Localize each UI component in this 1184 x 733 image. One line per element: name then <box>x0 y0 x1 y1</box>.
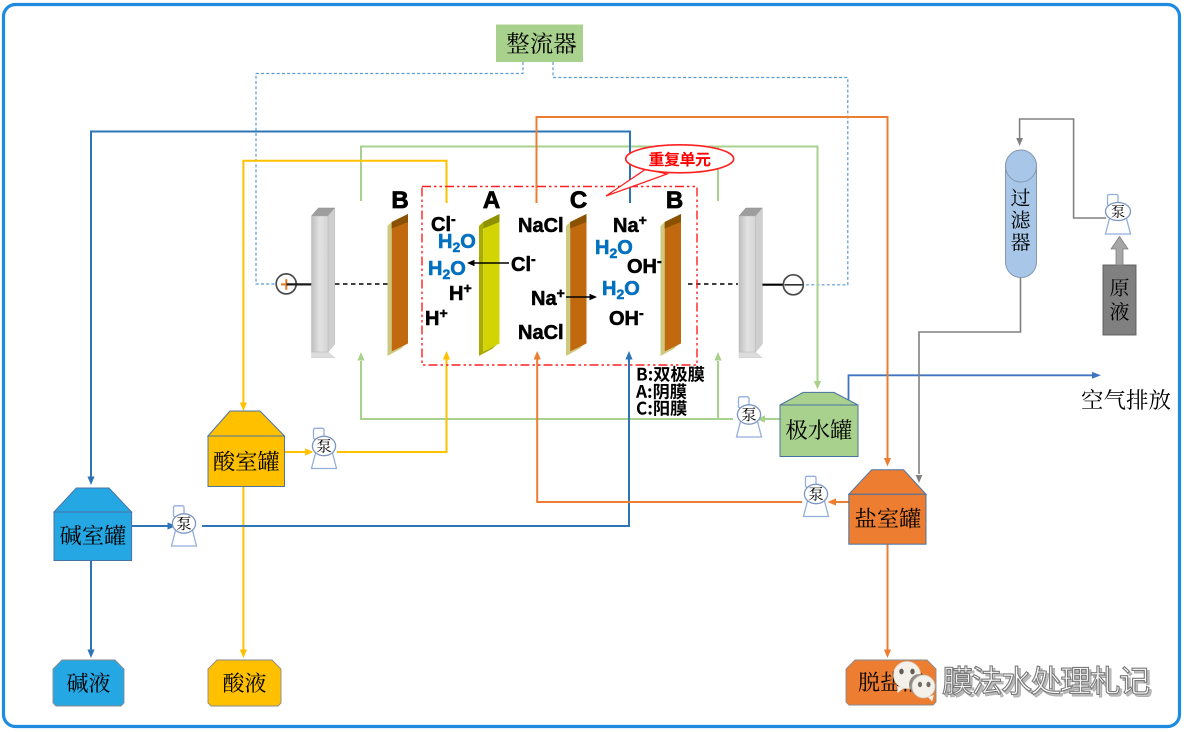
svg-text:H2O: H2O <box>602 278 640 302</box>
svg-text:B: B <box>391 187 408 214</box>
svg-text:Na+: Na+ <box>531 285 565 310</box>
svg-text:H2O: H2O <box>438 231 476 255</box>
svg-text:Cl-: Cl- <box>511 251 536 276</box>
svg-text:H+: H+ <box>425 305 448 330</box>
svg-text:NaCl: NaCl <box>518 215 564 237</box>
svg-text:H2O: H2O <box>595 237 633 261</box>
svg-text:A: A <box>483 187 500 214</box>
svg-text:Cl-: Cl- <box>431 211 456 236</box>
svg-text:NaCl: NaCl <box>518 322 564 344</box>
svg-text:B: B <box>666 187 683 214</box>
svg-text:OH-: OH- <box>609 305 644 330</box>
svg-text:Na+: Na+ <box>613 212 647 237</box>
svg-text:H+: H+ <box>449 280 472 305</box>
svg-text:OH-: OH- <box>627 253 662 278</box>
svg-text:C: C <box>570 187 587 214</box>
svg-text:H2O: H2O <box>428 258 466 282</box>
